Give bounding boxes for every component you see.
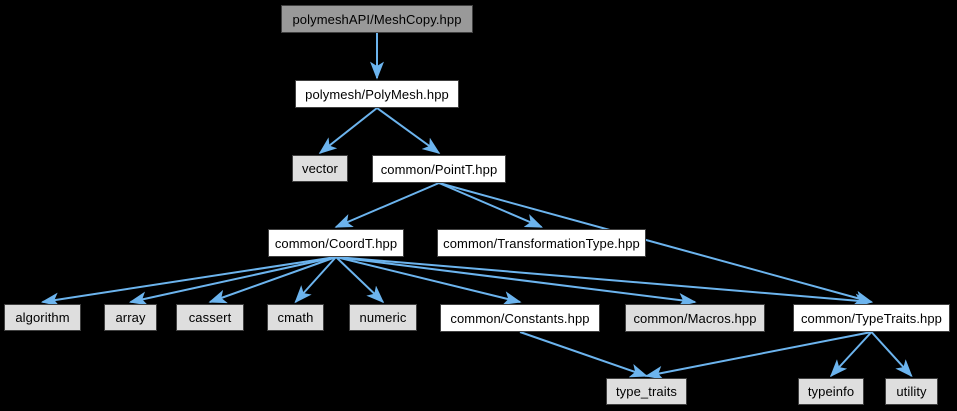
graph-node-label: algorithm [15,310,70,325]
graph-node-label: vector [301,161,338,176]
graph-edge-polymesh-to-pointt [376,107,441,154]
graph-node-label: typeinfo [807,384,855,399]
graph-node-cassert[interactable]: cassert [176,304,244,331]
graph-node-utility[interactable]: utility [885,378,938,405]
graph-node-label: type_traits [615,384,678,399]
graph-edge-coordt-to-typetraits [335,256,874,308]
graph-node-meshcopy[interactable]: polymeshAPI/MeshCopy.hpp [281,5,473,33]
graph-node-label: common/TransformationType.hpp [443,235,640,251]
graph-node-label: common/CoordT.hpp [274,235,398,251]
graph-node-transftype[interactable]: common/TransformationType.hpp [437,229,646,257]
graph-node-label: polymesh/PolyMesh.hpp [305,86,449,102]
graph-edge-coordt-to-array [128,256,337,306]
graph-node-coordt[interactable]: common/CoordT.hpp [268,229,404,257]
graph-edge-polymesh-to-vector [318,107,378,154]
graph-node-constants[interactable]: common/Constants.hpp [440,304,600,332]
graph-edge-typetraits-to-utility [870,331,913,378]
graph-node-algorithm[interactable]: algorithm [4,304,81,331]
graph-edge-coordt-to-cassert [208,256,337,304]
graph-node-label: polymeshAPI/MeshCopy.hpp [292,11,462,27]
graph-edge-typetraits-to-typeinfo [829,331,873,378]
graph-node-label: utility [896,384,927,399]
graph-node-cmath[interactable]: cmath [267,304,324,331]
graph-node-typeinfo[interactable]: typeinfo [798,378,864,405]
graph-edge-coordt-to-algorithm [40,256,337,307]
graph-node-array[interactable]: array [104,304,157,331]
graph-edge-pointt-to-coordt [334,182,440,228]
graph-edge-coordt-to-cmath [294,256,337,304]
graph-node-label: numeric [359,310,407,325]
graph-edge-pointt-to-typetraits [438,182,874,305]
graph-node-vector[interactable]: vector [292,155,348,182]
graph-node-numeric[interactable]: numeric [349,304,417,331]
graph-node-label: cmath [277,310,314,325]
graph-node-pointt[interactable]: common/PointT.hpp [372,155,506,183]
graph-node-label: common/PointT.hpp [380,161,498,177]
graph-edge-coordt-to-macros [335,256,697,307]
graph-edge-constants-to-type_traits [519,331,649,378]
graph-node-type_traits[interactable]: type_traits [606,378,687,405]
graph-edge-coordt-to-constants [335,256,522,305]
graph-node-label: array [115,310,146,325]
graph-node-label: common/Constants.hpp [450,310,590,326]
graph-node-label: common/Macros.hpp [633,310,757,326]
graph-node-macros[interactable]: common/Macros.hpp [625,304,765,332]
graph-node-polymesh[interactable]: polymesh/PolyMesh.hpp [295,80,459,108]
graph-node-label: common/TypeTraits.hpp [800,310,943,326]
graph-edge-typetraits-to-type_traits [644,331,872,380]
graph-node-label: cassert [188,310,232,325]
edge-group [40,33,913,380]
graph-edge-coordt-to-numeric [335,256,385,304]
graph-edge-pointt-to-transftype [438,182,543,228]
graph-node-typetraits[interactable]: common/TypeTraits.hpp [793,304,950,332]
